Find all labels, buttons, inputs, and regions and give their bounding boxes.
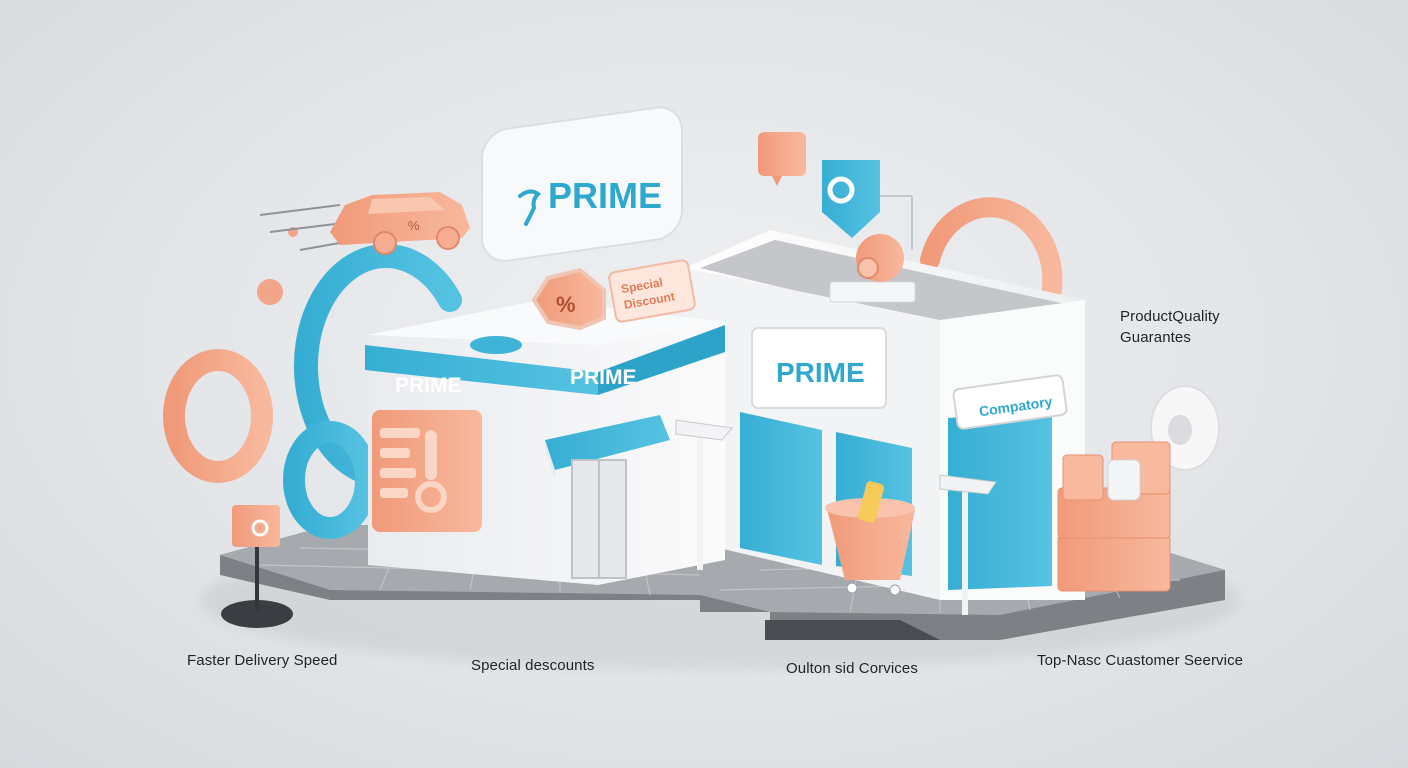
- center-banner-text: PRIME: [776, 357, 865, 388]
- caption-faster-delivery: Faster Delivery Speed: [187, 652, 338, 669]
- caption-customer-service: Top-Nasc Cuastomer Seervice: [1037, 652, 1244, 669]
- car-badge: %: [408, 218, 420, 233]
- discount-badge-symbol: %: [556, 292, 576, 317]
- caption-quality-line1: ProductQuality: [1120, 308, 1220, 325]
- package-stack-icon: [1057, 441, 1171, 592]
- caption-product-quality: ProductQuality Guarantes: [1120, 306, 1280, 348]
- right-banner-text: PRIME: [570, 366, 637, 389]
- right-building: PRIME Compatory: [685, 230, 1085, 600]
- location-pin-icon: [758, 132, 913, 250]
- blue-ring: [283, 421, 377, 539]
- window-left: [740, 412, 822, 565]
- caption-special-discounts: Special descounts: [471, 657, 595, 674]
- coral-arch: [920, 197, 1063, 310]
- logo-mark-icon: [518, 189, 542, 226]
- decor-left: [163, 227, 462, 539]
- left-banner-text: PRIME: [395, 374, 462, 397]
- delivery-car-icon: %: [259, 192, 470, 255]
- coral-ball: [257, 279, 283, 305]
- coral-ring: [163, 349, 273, 483]
- caption-quality-line2: Guarantes: [1120, 329, 1191, 346]
- left-building: PRIME PRIME % Special Discount: [365, 259, 725, 585]
- marker-sign: [221, 505, 293, 628]
- caption-outlet-services: Oulton sid Corvices: [786, 660, 918, 677]
- shopping-cart-icon: [825, 481, 915, 596]
- right-wall-panel: [948, 410, 1052, 590]
- signpost-icon: [675, 419, 997, 615]
- floating-logo-card: PRIME: [481, 106, 683, 262]
- floating-box: [758, 132, 806, 176]
- floating-logo-text: PRIME: [548, 175, 662, 216]
- awning: [545, 415, 670, 470]
- discount-badge-icon: [531, 267, 606, 331]
- left-banner-strip: [365, 345, 598, 395]
